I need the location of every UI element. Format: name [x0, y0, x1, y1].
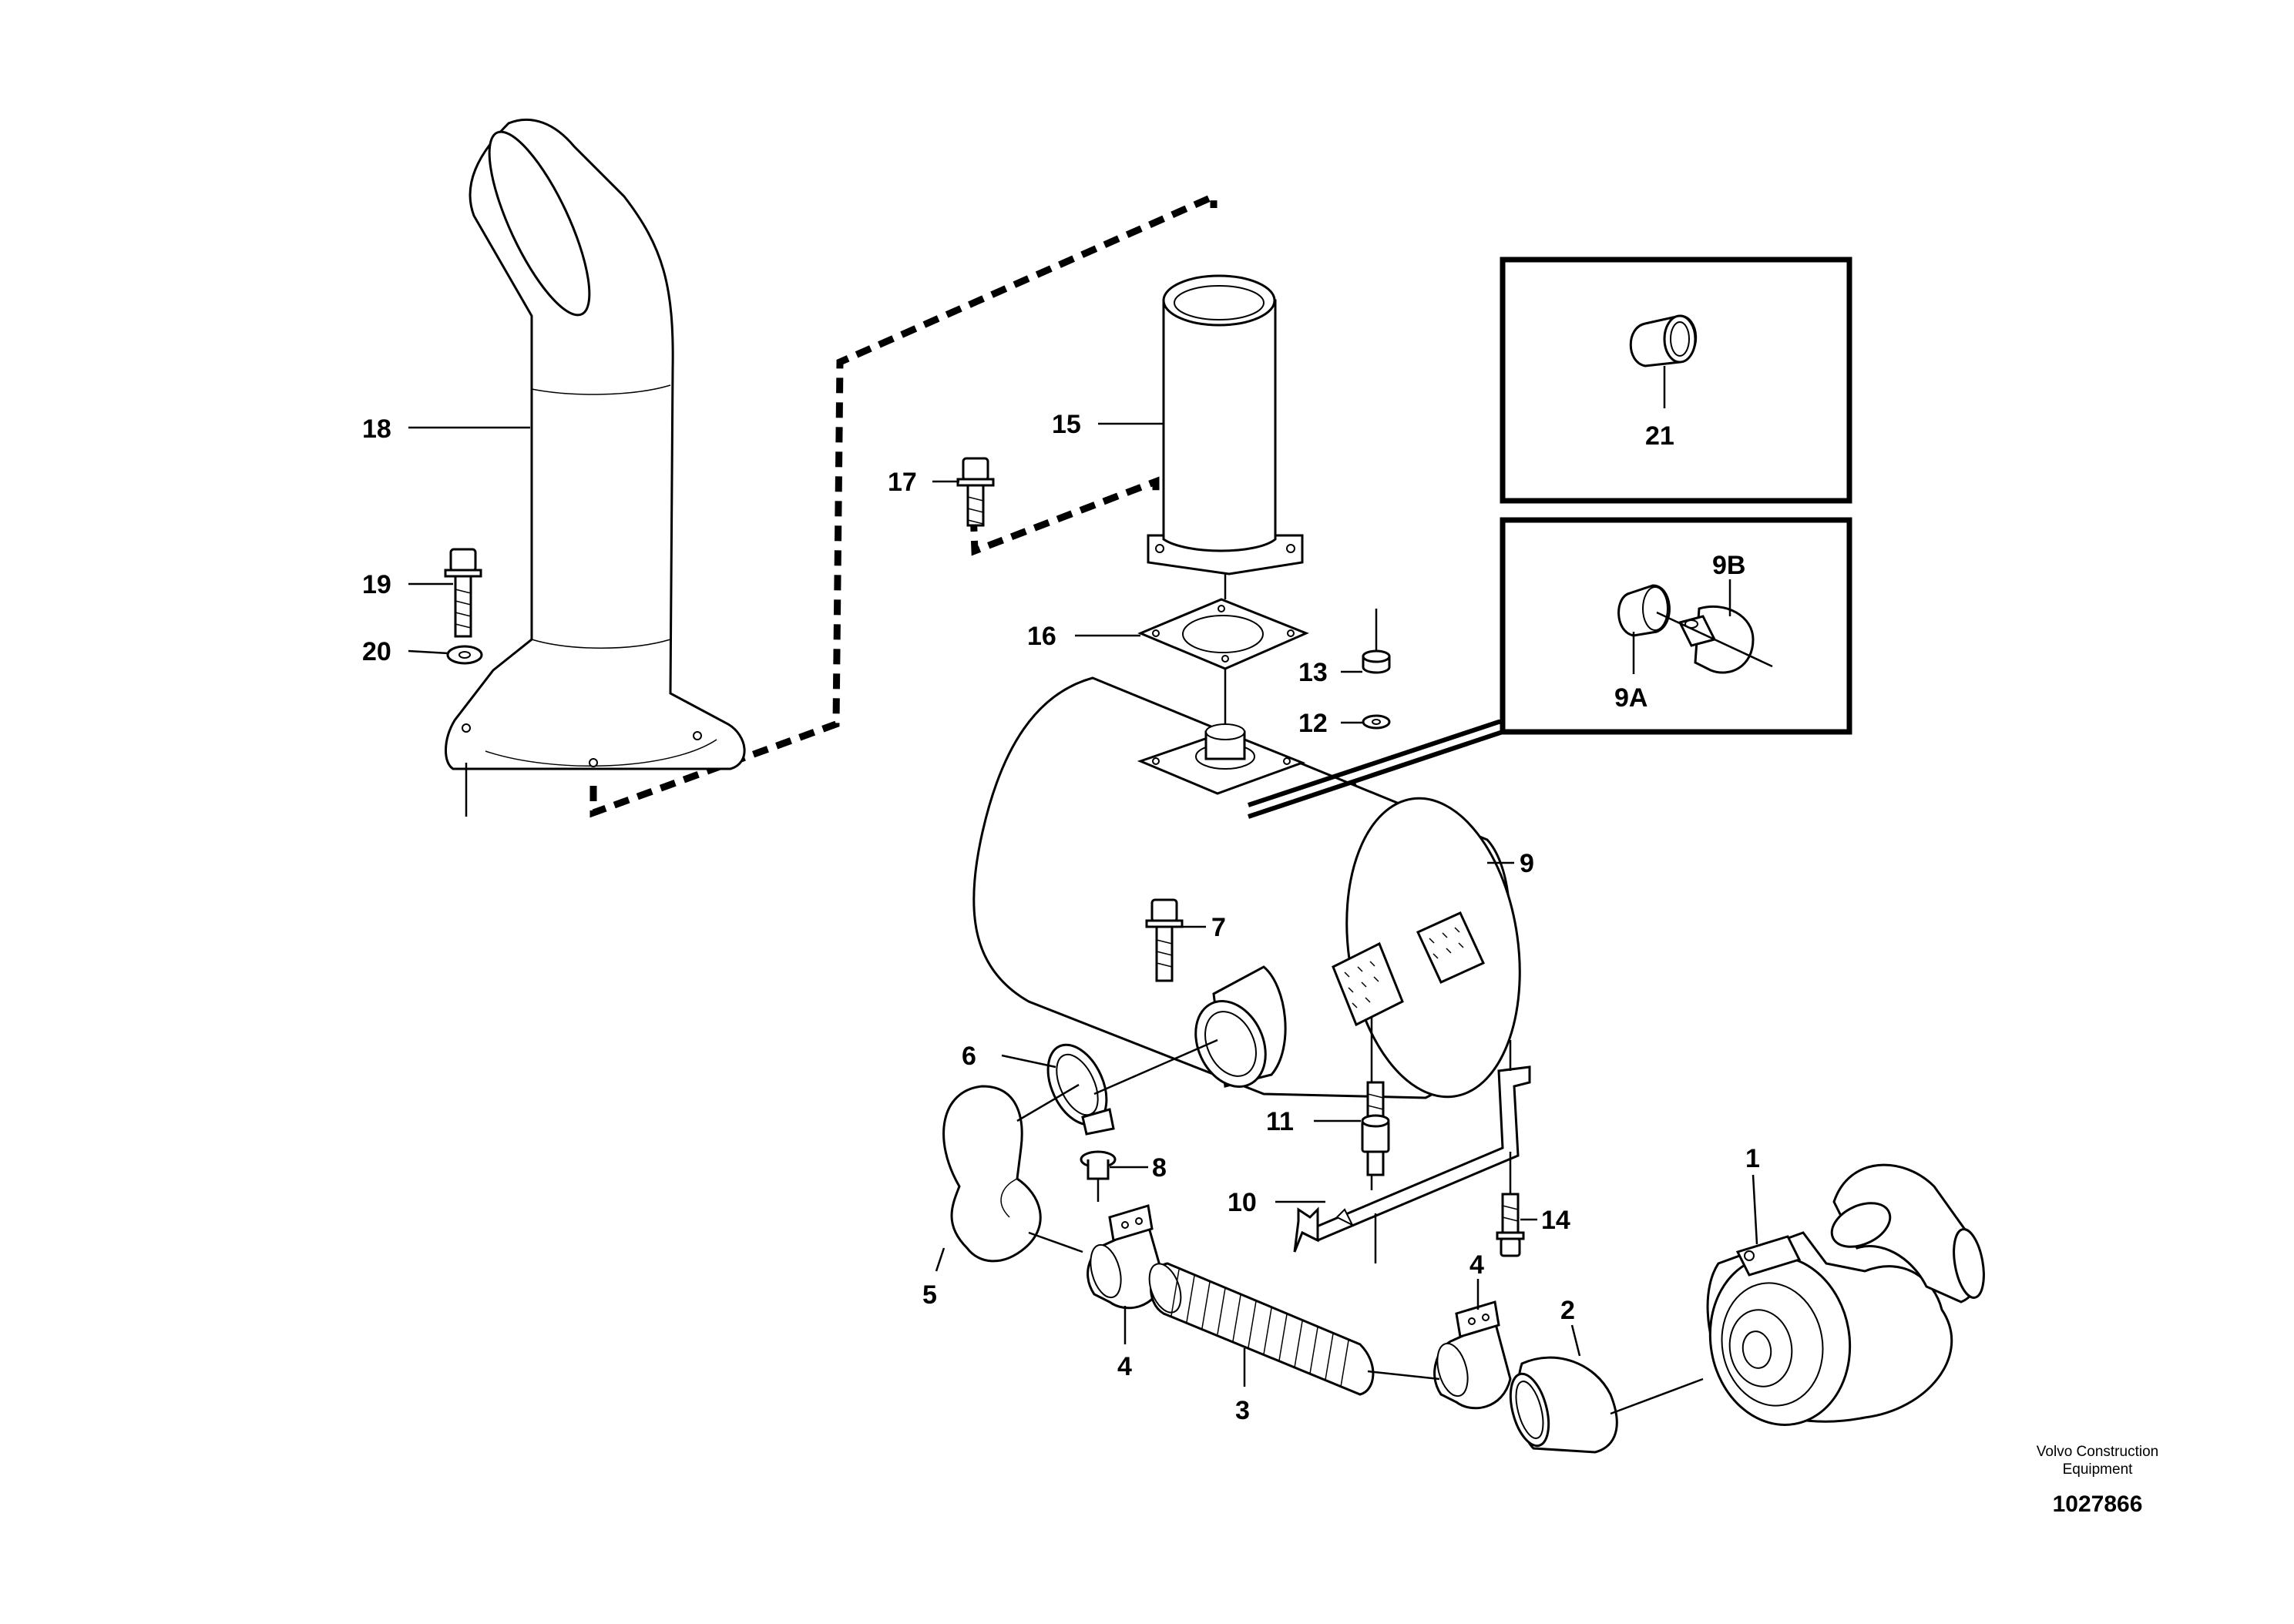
label-6: 6 [962, 1042, 976, 1071]
label-13: 13 [1298, 658, 1328, 687]
label-5: 5 [922, 1280, 937, 1310]
label-9B: 9B [1712, 551, 1745, 580]
washer-part-20 [446, 645, 483, 665]
damper-part-11 [1361, 1081, 1390, 1176]
label-8: 8 [1152, 1153, 1167, 1183]
label-2: 2 [1560, 1296, 1575, 1325]
drawing-number: 1027866 [2053, 1491, 2143, 1517]
label-19: 19 [362, 570, 391, 599]
label-17: 17 [888, 468, 917, 497]
label-4-right: 4 [1469, 1250, 1484, 1280]
clamp-part-4-left [1087, 1204, 1165, 1344]
label-10: 10 [1228, 1188, 1257, 1217]
label-16: 16 [1027, 622, 1056, 651]
part-labels: 18 19 20 15 17 16 13 12 9 7 6 8 11 10 14… [362, 410, 1760, 1425]
manufacturer-caption: Volvo Construction Equipment 1027866 [2037, 1444, 2158, 1517]
label-9: 9 [1520, 849, 1534, 878]
label-11: 11 [1266, 1107, 1294, 1136]
label-leader-lines [408, 422, 1537, 1221]
exhaust-stack-part-18 [445, 118, 746, 817]
label-21: 21 [1645, 421, 1674, 451]
label-20: 20 [362, 637, 391, 666]
nut-part-8 [1080, 1150, 1117, 1202]
washer-part-12 [1362, 714, 1391, 730]
muffler-part-9 [972, 676, 1521, 1190]
bracket-part-10 [1293, 1040, 1531, 1263]
label-9A: 9A [1614, 683, 1647, 713]
flex-hose-part-3 [1148, 1262, 1440, 1396]
bolt-part-14 [1496, 1193, 1525, 1257]
inset-box-part-9a-9b [1500, 517, 1852, 735]
label-14: 14 [1541, 1206, 1570, 1235]
bolt-part-17 [956, 457, 995, 527]
label-1: 1 [1745, 1144, 1760, 1173]
inset-box-part-21 [1500, 257, 1852, 504]
elbow-part-5 [935, 1083, 1083, 1272]
nut-part-13 [1362, 609, 1391, 674]
caption-line-1: Volvo Construction [2037, 1444, 2158, 1460]
label-18: 18 [362, 414, 391, 444]
bolt-part-7 [1145, 898, 1184, 982]
label-7: 7 [1211, 913, 1226, 942]
caption-line-2: Equipment [2063, 1461, 2134, 1478]
gasket-part-16 [1137, 574, 1309, 728]
label-3: 3 [1235, 1396, 1250, 1425]
label-15: 15 [1052, 410, 1081, 439]
bolt-part-19 [444, 548, 482, 638]
pipe-part-15 [1147, 274, 1304, 575]
turbocharger-part-1 [1706, 1163, 1985, 1426]
elbow-part-2 [1509, 1324, 1704, 1454]
label-12: 12 [1298, 709, 1328, 738]
label-4-left: 4 [1117, 1352, 1132, 1381]
clamp-part-4-right [1433, 1279, 1512, 1410]
